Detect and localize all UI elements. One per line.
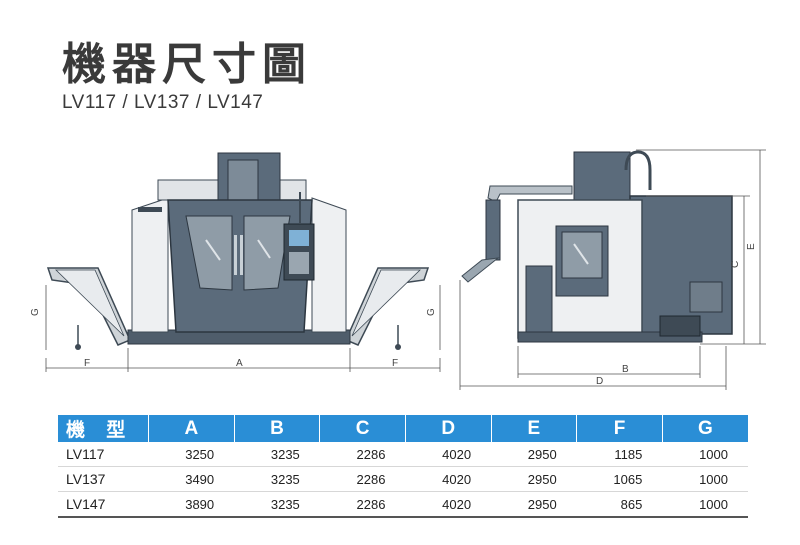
cell-model: LV137 bbox=[58, 466, 149, 492]
dim-label-f-left: F bbox=[84, 358, 90, 369]
dim-label-g-right: G bbox=[426, 308, 437, 316]
table-row: LV117 3250 3235 2286 4020 2950 1185 1000 bbox=[58, 442, 748, 467]
cell-d: 4020 bbox=[405, 491, 492, 518]
cell-a: 3250 bbox=[148, 442, 235, 467]
dim-label-b: B bbox=[622, 364, 629, 375]
cell-a: 3890 bbox=[148, 491, 235, 518]
table-header-row: 機 型 A B C D E F G bbox=[58, 415, 748, 442]
side-view-dimensions bbox=[459, 149, 766, 390]
cell-c: 2286 bbox=[319, 466, 406, 492]
cell-model: LV147 bbox=[58, 491, 149, 518]
cell-f: 865 bbox=[576, 491, 663, 518]
dimension-table: 機 型 A B C D E F G LV117 3250 3235 2286 4… bbox=[58, 415, 748, 518]
cell-b: 3235 bbox=[234, 491, 320, 518]
cell-g: 1000 bbox=[662, 442, 748, 467]
dim-label-e: E bbox=[746, 243, 757, 250]
cell-g: 1000 bbox=[662, 491, 748, 518]
cell-c: 2286 bbox=[319, 491, 406, 518]
cell-model: LV117 bbox=[58, 442, 149, 467]
side-view-machine bbox=[461, 150, 733, 343]
table-row: LV137 3490 3235 2286 4020 2950 1065 1000 bbox=[58, 466, 748, 492]
cell-f: 1065 bbox=[576, 466, 663, 492]
cell-b: 3235 bbox=[234, 466, 320, 492]
header-f: F bbox=[576, 415, 663, 442]
cell-f: 1185 bbox=[576, 442, 663, 467]
dim-label-g-left: G bbox=[30, 308, 41, 316]
header-g: G bbox=[662, 415, 748, 442]
cell-e: 2950 bbox=[491, 442, 577, 467]
front-view-machine bbox=[46, 152, 430, 350]
header-b: B bbox=[234, 415, 321, 442]
cell-c: 2286 bbox=[319, 442, 406, 467]
dim-label-a: A bbox=[236, 358, 243, 369]
cell-d: 4020 bbox=[405, 466, 492, 492]
header-c: C bbox=[319, 415, 406, 442]
page-title: 機器尺寸圖 bbox=[62, 39, 312, 90]
front-view-dimensions bbox=[45, 285, 441, 372]
header-model: 機 型 bbox=[58, 415, 149, 442]
header-a: A bbox=[148, 415, 235, 442]
header-e: E bbox=[491, 415, 578, 442]
dim-label-d: D bbox=[596, 376, 603, 387]
model-subtitle: LV117 / LV137 / LV147 bbox=[62, 92, 264, 113]
header-d: D bbox=[405, 415, 492, 442]
cell-b: 3235 bbox=[234, 442, 320, 467]
cell-a: 3490 bbox=[148, 466, 235, 492]
machine-dimension-drawing: G F A F G C E bbox=[30, 149, 766, 390]
cell-e: 2950 bbox=[491, 466, 577, 492]
cell-g: 1000 bbox=[662, 466, 748, 492]
table-row: LV147 3890 3235 2286 4020 2950 865 1000 bbox=[58, 491, 748, 518]
dim-label-f-right: F bbox=[392, 358, 398, 369]
dim-label-c: C bbox=[730, 261, 741, 268]
cell-d: 4020 bbox=[405, 442, 492, 467]
cell-e: 2950 bbox=[491, 491, 577, 518]
